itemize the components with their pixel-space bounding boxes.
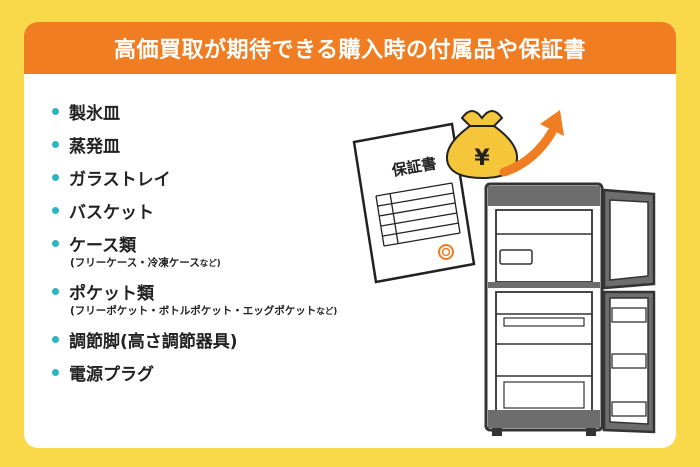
item-label: ケース類 — [69, 236, 137, 256]
page-title: 高価買取が期待できる購入時の付属品や保証書 — [24, 22, 676, 74]
refrigerator-icon — [484, 182, 656, 436]
yen-symbol: ¥ — [474, 146, 490, 171]
item-note: (フリーポケット・ボトルポケット・エッグポケットなど) — [70, 303, 452, 318]
item-label: 蒸発皿 — [69, 137, 120, 157]
list-item: 調節脚(高さ調節器具) — [52, 324, 452, 355]
illustration: 保証書 ¥ — [352, 110, 656, 436]
list-item: 蒸発皿 — [52, 129, 452, 160]
bullet-icon — [52, 336, 59, 343]
bullet-icon — [52, 108, 59, 115]
item-note: (フリーケース・冷凍ケースなど) — [70, 255, 452, 270]
warranty-document-icon: 保証書 — [352, 122, 476, 284]
bullet-icon — [52, 174, 59, 181]
item-label: ガラストレイ — [69, 170, 171, 190]
bullet-icon — [52, 207, 59, 214]
item-label: 製氷皿 — [69, 104, 120, 124]
note-suffix: など) — [316, 307, 338, 317]
item-label: 電源プラグ — [69, 365, 154, 385]
item-label: ポケット類 — [69, 284, 154, 304]
item-label: 調節脚(高さ調節器具) — [69, 332, 238, 352]
list-item: ケース類 — [52, 228, 452, 259]
up-arrow-icon — [499, 110, 564, 177]
list-item: バスケット — [52, 195, 452, 226]
list-item: 製氷皿 — [52, 96, 452, 127]
item-label: バスケット — [69, 203, 154, 223]
bullet-icon — [52, 369, 59, 376]
note-text: (フリーケース・冷凍ケース — [70, 257, 200, 269]
content-card: 高価買取が期待できる購入時の付属品や保証書 製氷皿 蒸発皿 ガラストレイ バスケ… — [24, 22, 676, 448]
list-item: ポケット類 — [52, 276, 452, 307]
list-item: ガラストレイ — [52, 162, 452, 193]
bullet-icon — [52, 288, 59, 295]
accessory-list: 製氷皿 蒸発皿 ガラストレイ バスケット ケース類 (フリーケース・冷凍ケースな… — [52, 96, 452, 390]
list-item: 電源プラグ — [52, 357, 452, 388]
note-text: (フリーポケット・ボトルポケット・エッグポケット — [70, 305, 317, 317]
note-suffix: など) — [199, 259, 221, 269]
bullet-icon — [52, 141, 59, 148]
money-bag-icon: ¥ — [446, 110, 518, 180]
bullet-icon — [52, 240, 59, 247]
